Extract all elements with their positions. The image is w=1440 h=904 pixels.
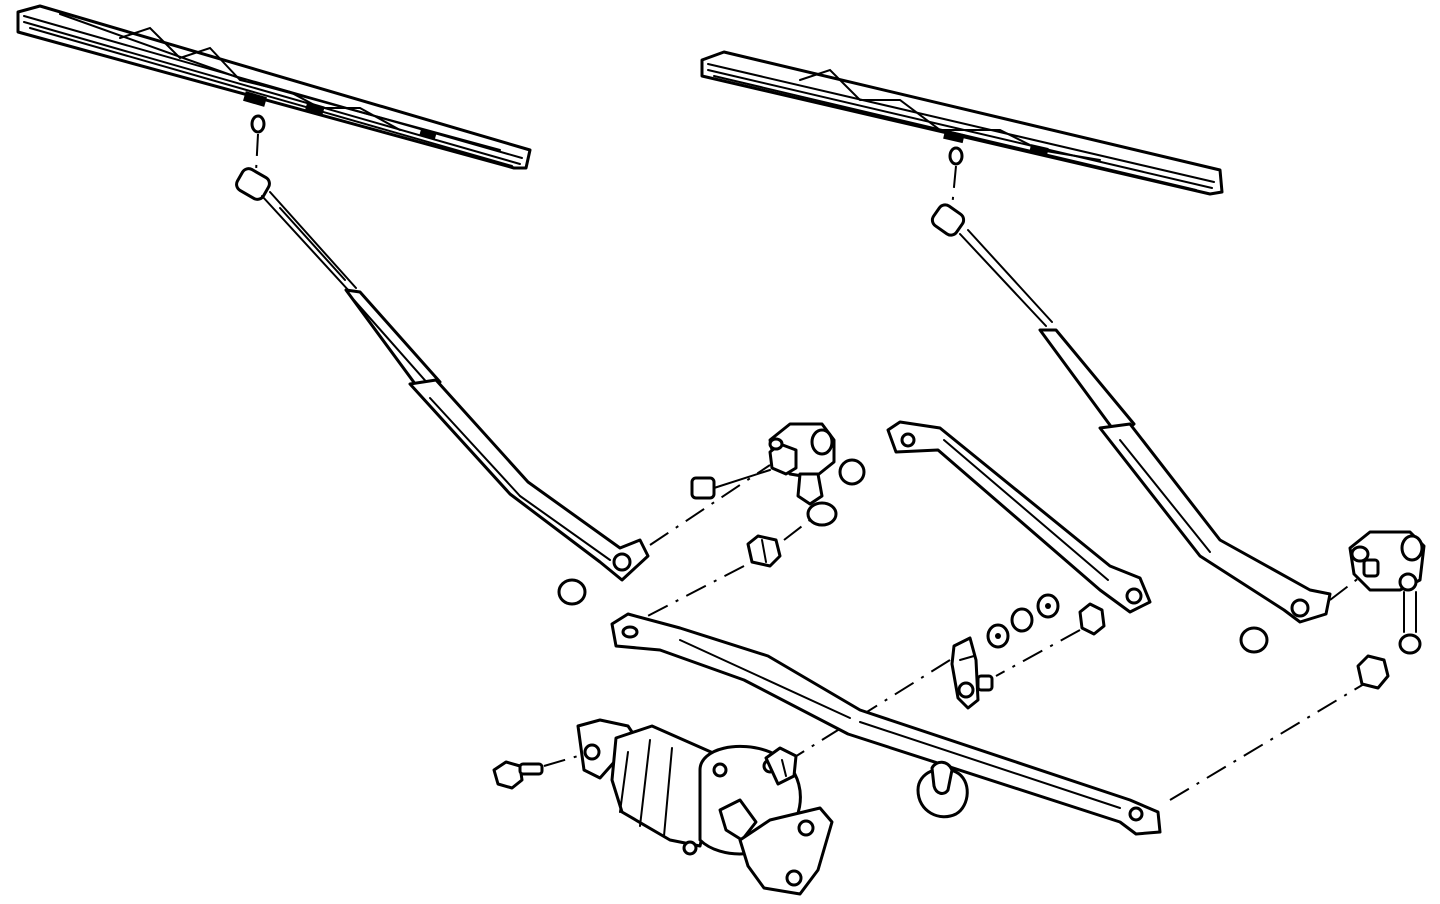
motor-mounting-bolt	[492, 760, 544, 790]
pivot-washer	[838, 458, 866, 486]
right-pivot-cap	[1239, 626, 1269, 654]
rod-assembly-line-1	[635, 565, 745, 623]
left-wiper-blade	[16, 4, 532, 170]
left-wiper-arm	[235, 167, 650, 582]
right-wiper-pivot	[1348, 530, 1426, 655]
pivot-nut	[746, 534, 782, 568]
left-pivot-bolt	[690, 469, 771, 500]
left-pivot-cap	[557, 578, 587, 606]
motor-crank	[764, 746, 798, 786]
right-wiper-arm	[930, 203, 1332, 624]
nut-assembly-line	[783, 519, 811, 541]
washer-assembly-line	[995, 629, 1081, 677]
left-blade-assembly-line	[255, 133, 259, 173]
crank-assembly-line	[789, 659, 951, 761]
right-wiper-blade	[700, 50, 1224, 196]
grommet	[916, 760, 969, 819]
right-blade-assembly-line	[951, 165, 957, 209]
washers	[986, 593, 1060, 649]
linkage-nut	[1078, 602, 1106, 636]
rod-assembly-line-2	[1169, 683, 1365, 801]
ball-joint-clip	[950, 636, 994, 710]
short-linkage-rod	[886, 420, 1152, 614]
right-pivot-nut	[1356, 654, 1390, 690]
left-wiper-pivot	[768, 422, 838, 527]
bolt-assembly-line	[543, 755, 579, 767]
right-arm-assembly-line	[1329, 573, 1365, 601]
wiper-motor	[576, 718, 834, 896]
long-linkage-rod	[610, 612, 1162, 836]
